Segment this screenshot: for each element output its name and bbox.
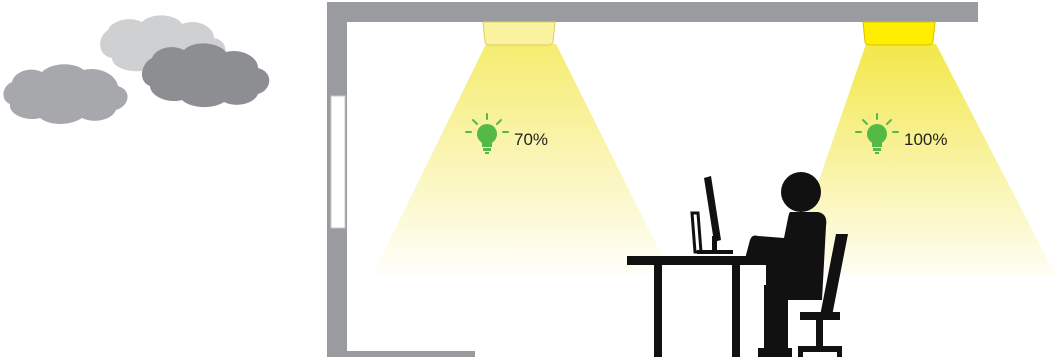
person-foot — [758, 348, 792, 357]
light-level-label: 70% — [514, 130, 548, 149]
light-level-label: 100% — [904, 130, 947, 149]
luminaire-left — [483, 22, 555, 45]
cloud-icon — [142, 43, 269, 107]
floor — [327, 351, 475, 357]
monitor-icon — [703, 176, 727, 254]
person-head — [781, 172, 821, 212]
desk-leg — [732, 265, 740, 357]
clouds — [3, 15, 269, 124]
cloud-icon — [3, 64, 127, 124]
desk-leg — [654, 265, 662, 357]
window — [331, 96, 345, 228]
light-beam-right — [786, 44, 1056, 276]
person-at-desk-icon — [627, 172, 848, 357]
luminaire-right — [863, 22, 935, 45]
light-beam-left — [372, 44, 672, 276]
ceiling — [327, 2, 978, 22]
